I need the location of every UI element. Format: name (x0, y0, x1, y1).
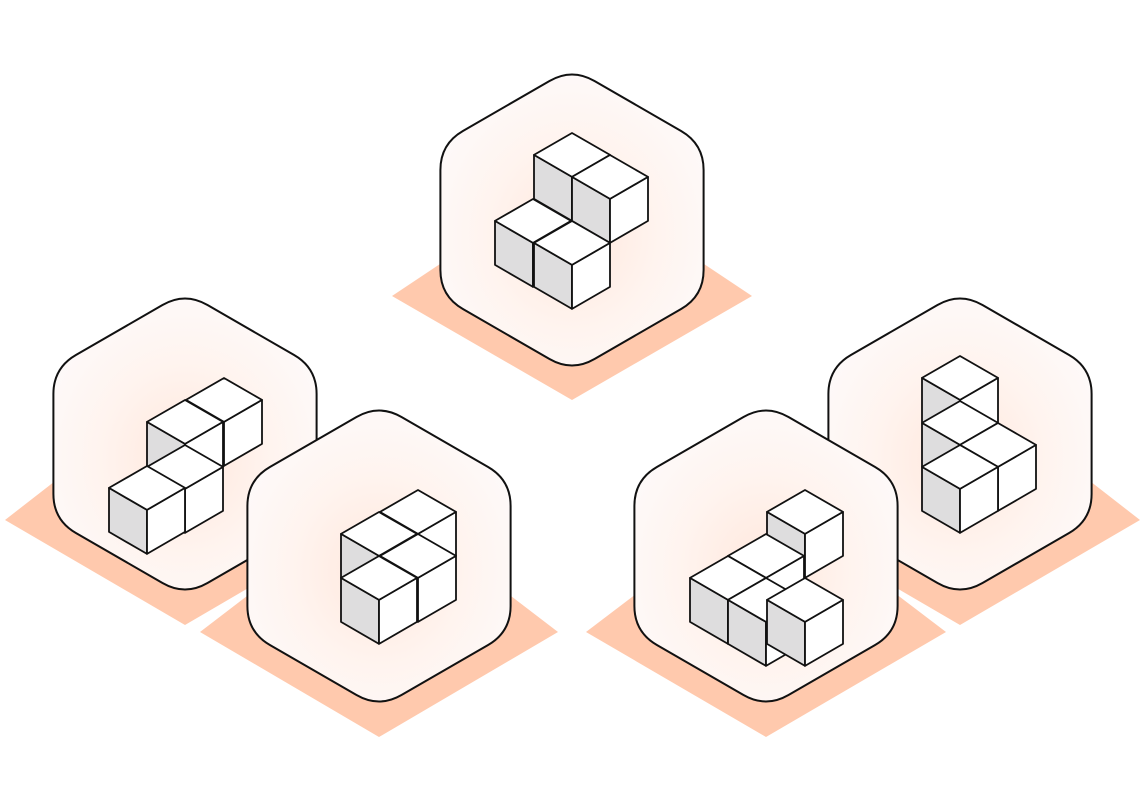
tile-right-front (633, 409, 899, 703)
cube-face-top (379, 533, 457, 579)
block-cube (921, 444, 999, 534)
tile-top-center (439, 73, 705, 367)
cube-face-top (571, 154, 649, 200)
block-cube (533, 220, 611, 310)
tile-layer (52, 73, 1093, 703)
cube-face-top (185, 377, 263, 423)
tile-left-front (246, 409, 512, 703)
cube-face-top (766, 577, 844, 623)
block-cube (340, 555, 418, 645)
cube-face-top (766, 489, 844, 535)
cube-face-top (494, 198, 572, 244)
cube-face-top (921, 355, 999, 401)
cube-face-top (146, 399, 224, 445)
block-cube (766, 577, 844, 667)
cube-face-top (340, 555, 418, 601)
cube-face-top (108, 465, 186, 511)
cube-face-top (533, 220, 611, 266)
block-cube (108, 465, 186, 555)
cube-face-top (921, 444, 999, 490)
